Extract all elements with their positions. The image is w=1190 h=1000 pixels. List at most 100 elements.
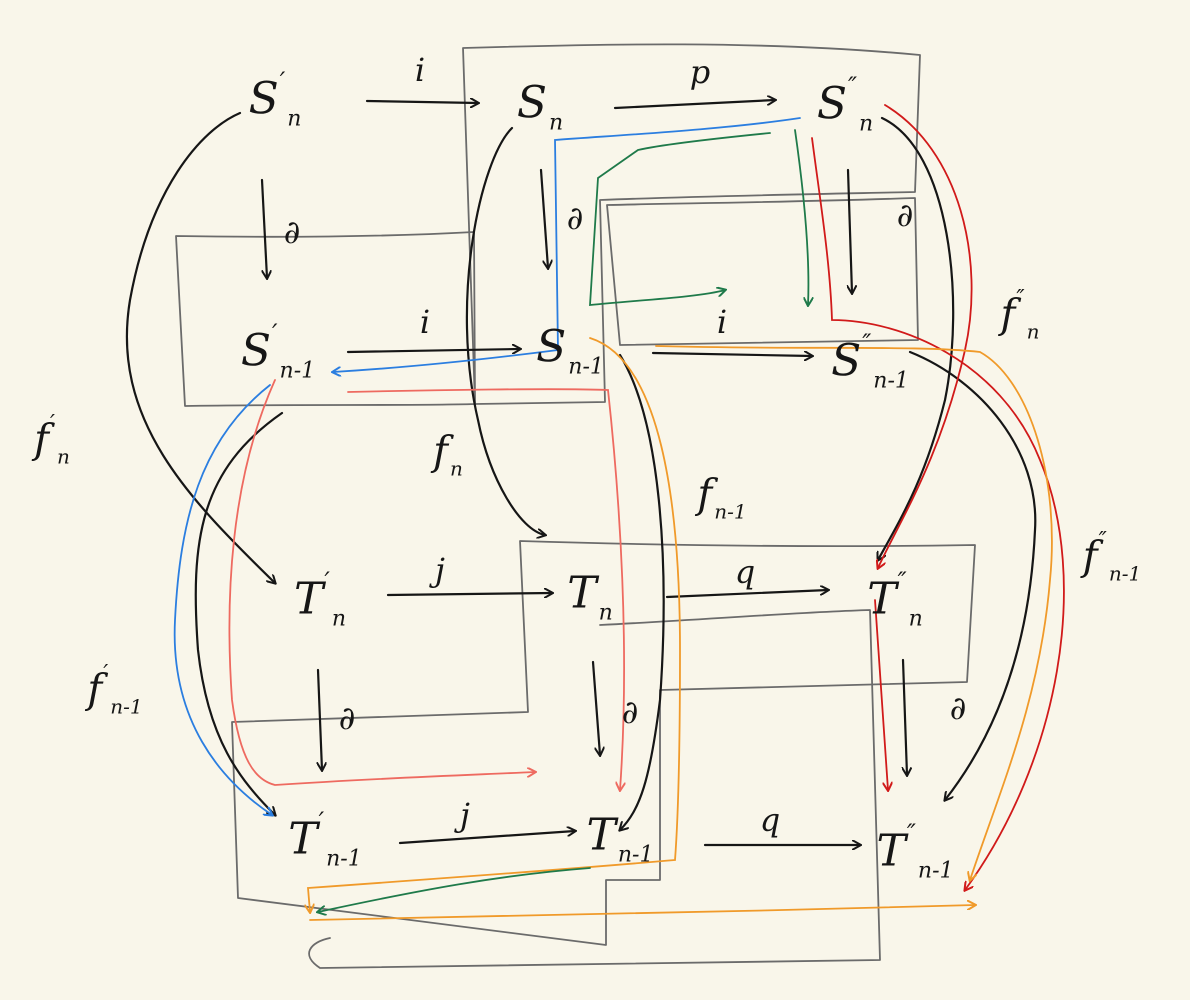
s1_n-base: S (248, 73, 279, 125)
s1_n-subscript: n (287, 106, 302, 132)
arrow-d3 (848, 168, 852, 293)
label-d6: ∂ (949, 689, 967, 727)
node-s1-nm1: S′n-1 (241, 321, 315, 382)
label-i-top: i (414, 51, 426, 89)
t1_n-base: T (293, 573, 324, 625)
s1_n-prime: ′ (279, 67, 286, 96)
node-s-nm1: Sn-1 (536, 325, 604, 378)
node-t1-n: T′n (294, 569, 346, 630)
green-path-3 (318, 867, 591, 912)
node-s-n: Sn (517, 81, 563, 134)
f1_n-prime: ′ (49, 411, 55, 437)
label-d1: ∂ (283, 213, 301, 251)
f1_n-subscript: n (56, 444, 70, 469)
arrow-j-top (386, 593, 552, 595)
red-path-3 (874, 599, 888, 790)
node-s1-n: S′n (249, 69, 302, 130)
orange-paths (308, 337, 1053, 921)
grey-boxes (175, 43, 976, 969)
label-d5: ∂ (621, 693, 639, 731)
t_nm1-subscript: n-1 (617, 842, 654, 868)
label-d3: ∂ (896, 196, 914, 234)
salmon-path-2 (228, 379, 535, 786)
f_n-subscript: n (449, 456, 463, 481)
t2_nm1-base: T (876, 825, 906, 877)
s_nm1-base: S (536, 321, 567, 373)
f1_nm1-base: f (87, 666, 103, 713)
label-d2: ∂ (566, 199, 584, 237)
box-left-middle (175, 231, 476, 407)
s_n-subscript: n (548, 110, 564, 136)
label-j-bot: j (460, 796, 470, 834)
box-mid-right (606, 197, 919, 346)
f2_nm1-base: f (1082, 533, 1098, 580)
t_n-subscript: n (598, 600, 613, 626)
arrow-j-bot (398, 831, 575, 845)
f2_n-prime: ″ (1016, 286, 1025, 312)
node-t-n: Tn (567, 571, 613, 624)
salmon-paths (228, 379, 624, 790)
t_n-base: T (567, 567, 597, 619)
s2_n-subscript: n (859, 111, 874, 137)
arrow-p-mid (651, 353, 812, 356)
t2_n-base: T (867, 573, 897, 625)
arrow-f1-nm1 (194, 411, 284, 815)
s2_nm1-base: S (831, 335, 862, 387)
f1_nm1-subscript: n-1 (110, 694, 143, 719)
node-s2-nm1: S″n-1 (831, 331, 909, 392)
label-q-top: q (734, 553, 756, 591)
black-arrows (260, 100, 907, 845)
label-f1-n: f′n (34, 411, 70, 469)
label-i-mid: i (419, 303, 431, 341)
label-f2-n: f″n (1000, 286, 1040, 344)
arrow-f2-nm1 (908, 350, 1037, 800)
t2_nm1-prime: ″ (906, 819, 916, 848)
arrow-f1-n (125, 111, 275, 583)
s1_nm1-subscript: n-1 (279, 358, 316, 384)
arrow-d2 (539, 168, 548, 268)
salmon-path-1 (347, 388, 624, 790)
label-p-mid: i (716, 303, 728, 341)
arrow-f-nm1 (620, 353, 665, 830)
green-paths (318, 129, 808, 912)
s1_nm1-base: S (240, 325, 272, 377)
arrow-d4 (318, 668, 322, 770)
t_nm1-base: T (586, 809, 616, 861)
f2_n-subscript: n (1026, 319, 1040, 344)
label-j-top: j (435, 551, 445, 589)
arrow-p-top (613, 100, 775, 110)
arrow-i-mid (346, 349, 520, 352)
arrow-d1 (260, 178, 267, 278)
blue-path-1 (333, 117, 801, 372)
f2_nm1-prime: ″ (1098, 528, 1107, 554)
arrow-q-top (665, 590, 828, 599)
t1_nm1-prime: ′ (318, 807, 325, 836)
label-q-bot: q (759, 801, 781, 839)
t1_nm1-base: T (288, 813, 318, 865)
node-s2-n: S″n (817, 74, 873, 135)
f2_n-base: f (1000, 291, 1016, 338)
green-path-2 (794, 129, 808, 305)
box-right-lower (308, 609, 881, 969)
s2_nm1-prime: ″ (862, 329, 872, 358)
node-t-nm1: Tn-1 (587, 813, 654, 866)
s2_nm1-subscript: n-1 (873, 368, 909, 394)
t1_n-prime: ′ (324, 567, 330, 596)
arrow-d6 (903, 658, 907, 775)
box-middle-center (231, 540, 976, 946)
green-path-1 (589, 132, 771, 307)
s1_nm1-prime: ′ (272, 319, 278, 348)
t2_nm1-subscript: n-1 (917, 858, 954, 884)
arrow-d5 (591, 660, 600, 755)
label-d4: ∂ (338, 699, 356, 737)
t1_nm1-subscript: n-1 (326, 846, 362, 872)
blue-paths (173, 117, 801, 815)
f1_n-base: f (34, 416, 49, 463)
f2_nm1-subscript: n-1 (1108, 561, 1142, 586)
s2_n-prime: ″ (847, 72, 858, 101)
node-t1-nm1: T′n-1 (288, 809, 361, 870)
